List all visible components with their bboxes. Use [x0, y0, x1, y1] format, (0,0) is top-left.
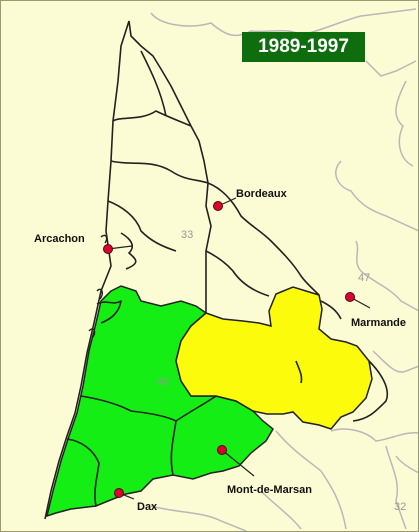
city-markers [103, 197, 371, 500]
dept-label-32: 32 [394, 501, 407, 513]
marker-line-mont-de-marsan [221, 449, 255, 477]
period-badge: 1989-1997 [242, 32, 365, 62]
marmande-marker[interactable] [345, 292, 355, 302]
dax-marker[interactable] [114, 488, 124, 498]
dept-label-40: 40 [157, 376, 170, 388]
city-label-arcachon: Arcachon [34, 233, 85, 245]
city-label-marmande: Marmande [351, 317, 407, 329]
borders [44, 20, 388, 520]
city-label-bordeaux: Bordeaux [236, 188, 287, 200]
faint-outlines [150, 8, 418, 531]
bordeaux-marker[interactable] [213, 201, 223, 211]
dept-label-33: 33 [181, 229, 194, 241]
city-label-dax: Dax [137, 501, 158, 513]
dept-label-47: 47 [358, 272, 371, 284]
coastline-detail [88, 234, 108, 338]
zone-green-landes [45, 285, 274, 518]
city-label-mont-de-marsan: Mont-de-Marsan [227, 484, 312, 496]
zone-yellow-lot-et-garonne [175, 286, 373, 430]
mont-de-marsan-marker[interactable] [217, 445, 227, 455]
arcachon-marker[interactable] [103, 244, 113, 254]
